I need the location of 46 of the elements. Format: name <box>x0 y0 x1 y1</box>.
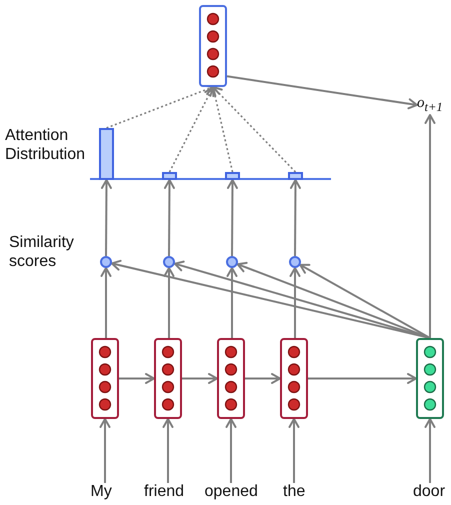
arrow <box>299 264 430 339</box>
arrow <box>226 75 418 110</box>
arrow <box>164 179 175 256</box>
arrow <box>308 373 417 384</box>
arrow <box>424 114 436 338</box>
dotted-arrow <box>212 86 296 173</box>
score-circle <box>226 256 238 268</box>
arrow <box>226 418 236 483</box>
arrow <box>100 418 110 483</box>
output-symbol: o$_{t+1}$ <box>417 95 443 115</box>
dotted-arrow <box>168 86 214 172</box>
word: door <box>413 483 446 501</box>
arrow <box>182 373 218 384</box>
vector-box <box>154 338 182 419</box>
score-circle <box>289 256 301 268</box>
row-label: Attention Distribution <box>5 126 86 164</box>
arrow <box>288 418 300 483</box>
dotted-arrow <box>209 86 234 172</box>
arrow <box>245 373 281 384</box>
score-circle <box>163 256 175 268</box>
word: friend <box>144 483 184 501</box>
dotted-arrow <box>106 84 214 129</box>
arrow <box>100 267 112 338</box>
arrow <box>162 418 174 483</box>
word: My <box>90 483 112 501</box>
arrow <box>226 179 238 256</box>
arrow <box>100 179 112 256</box>
word: opened <box>204 483 258 501</box>
attention-bar <box>162 172 177 180</box>
attention-bar <box>225 172 240 180</box>
arrow <box>290 267 300 338</box>
attention-bar <box>99 128 114 180</box>
attention-bar <box>288 172 303 180</box>
word: the <box>283 483 306 501</box>
arrow <box>164 267 174 338</box>
score-circle <box>100 256 112 268</box>
arrow <box>226 267 238 338</box>
vector-box <box>416 338 444 419</box>
vector-box <box>199 5 227 87</box>
arrow <box>424 418 436 483</box>
vector-box <box>217 338 245 419</box>
row-label: Similarity scores <box>9 233 75 271</box>
arrow <box>119 373 155 384</box>
arrow <box>290 179 301 256</box>
vector-box <box>280 338 308 419</box>
vector-box <box>91 338 119 419</box>
